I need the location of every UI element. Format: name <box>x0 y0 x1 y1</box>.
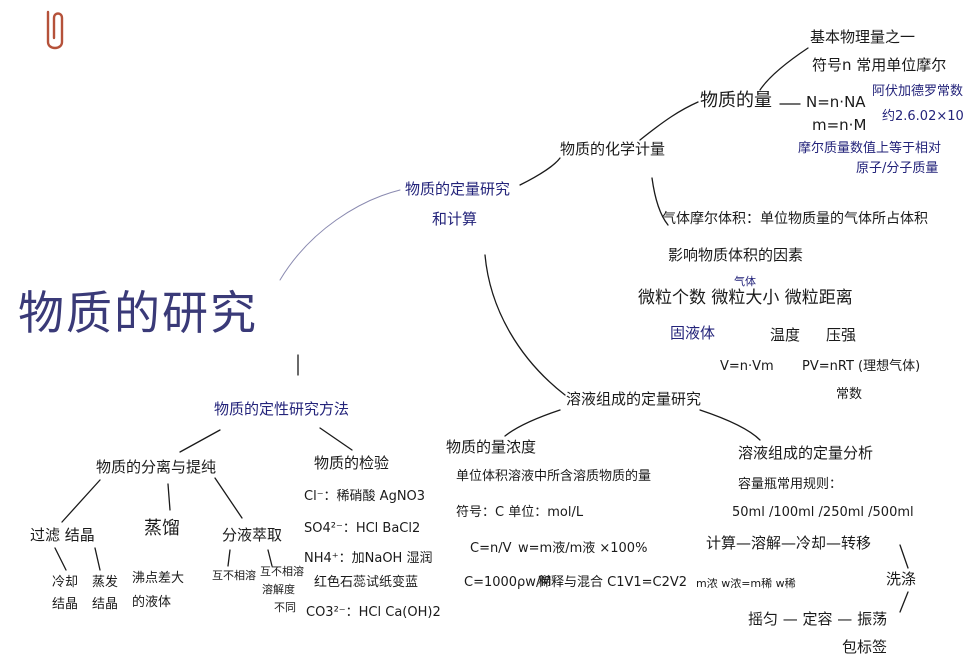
volume-factors: 微粒个数 微粒大小 微粒距离 <box>638 288 853 308</box>
step-label-bottle: 包标签 <box>842 638 888 656</box>
formula-c2: C=1000ρw/M <box>464 575 552 590</box>
branch-quant-label: 物质的定量研究 <box>405 180 511 198</box>
flask-rules: 容量瓶常用规则： <box>738 477 843 492</box>
distill-desc-2: 的液体 <box>132 595 172 610</box>
sep-cool-2: 结晶 <box>52 597 79 612</box>
node-amount: 物质的量 <box>700 90 772 111</box>
connector-sep-distill <box>167 483 171 511</box>
sep-filter: 过滤 结晶 <box>30 526 95 544</box>
constant-label: 常数 <box>836 387 863 402</box>
extract-immiscible: 互不相溶 <box>212 569 256 582</box>
extract-misc-1: 互不相溶 <box>260 565 304 578</box>
avogadro-note-1: 阿伏加德罗常数 <box>872 84 964 99</box>
prep-steps: 计算—溶解—冷却—转移 <box>706 534 872 552</box>
gas-tag: 气体 <box>734 275 756 288</box>
branch-quant-label-2: 和计算 <box>432 210 478 228</box>
connector-moles-gas <box>651 177 669 226</box>
connector-qual-test <box>319 427 353 451</box>
distill-desc-1: 沸点差大 <box>132 571 185 586</box>
node-separation: 物质的分离与提纯 <box>96 458 217 476</box>
connector-moles-amount <box>639 101 699 141</box>
formula-w: w=m液/m液 ×100% <box>518 541 648 556</box>
prep-steps-2: 摇匀 — 定容 — 振荡 <box>748 610 888 628</box>
formula-ideal-gas: PV=nRT (理想气体) <box>802 359 921 374</box>
central-topic: 物质的研究 <box>18 286 258 340</box>
connector-sep-filter <box>61 479 101 523</box>
factor-temp: 温度 <box>770 326 801 344</box>
formula-avogadro: N=n·NA <box>806 93 866 111</box>
formula-volume: V=n·Vm <box>720 359 774 374</box>
extract-misc-2: 溶解度 <box>262 583 295 596</box>
connector-steps-wash <box>899 544 909 569</box>
flask-sizes: 50ml /100ml /250ml /500ml <box>732 505 914 520</box>
sep-extract: 分液萃取 <box>222 526 283 544</box>
node-test: 物质的检验 <box>314 454 390 472</box>
connector-extract-immiscible <box>227 549 231 567</box>
connector-extract-misc <box>267 549 273 567</box>
paperclip-icon <box>46 10 64 50</box>
dilution: 稀释与混合 C1V1=C2V2 <box>538 575 688 590</box>
connector-amount-def <box>759 47 809 91</box>
node-analysis: 溶液组成的定量分析 <box>738 444 874 462</box>
connector-central-quant <box>279 189 401 281</box>
node-conc: 物质的量浓度 <box>446 438 537 456</box>
formula-molar-mass: m=n·M <box>812 116 867 134</box>
mass-conservation: m浓 w浓=m稀 w稀 <box>696 577 796 590</box>
connector-quant-moles <box>519 157 561 186</box>
connector-filter-evap <box>94 547 101 571</box>
connector-solution-conc <box>504 409 561 437</box>
branch-qual-label: 物质的定性研究方法 <box>214 400 350 418</box>
test-ammonium: NH4⁺：加NaOH 湿润 <box>304 551 433 566</box>
avogadro-note-2: 约2.6.02×10 <box>882 109 964 124</box>
test-ammonium-2: 红色石蕊试纸变蓝 <box>314 575 419 590</box>
connector-sep-extract <box>214 477 243 519</box>
molar-mass-note-2: 原子/分子质量 <box>856 161 939 176</box>
volume-factors-title: 影响物质体积的因素 <box>668 246 804 264</box>
connector-qual-separation <box>179 429 221 453</box>
node-moles: 物质的化学计量 <box>560 140 666 158</box>
factor-pressure: 压强 <box>826 326 857 344</box>
solid-liquid-tag: 固液体 <box>670 324 716 342</box>
extract-misc-3: 不同 <box>274 601 296 614</box>
test-carbonate: CO3²⁻：HCl Ca(OH)2 <box>306 605 441 620</box>
connector-filter-cool <box>54 547 67 571</box>
amount-def-2: 符号n 常用单位摩尔 <box>812 56 947 74</box>
connector-solution-analysis <box>699 409 761 441</box>
sep-evap-2: 结晶 <box>92 597 119 612</box>
node-solution: 溶液组成的定量研究 <box>566 390 702 408</box>
gas-molar-volume: 气体摩尔体积：单位物质量的气体所占体积 <box>662 211 928 227</box>
amount-def-1: 基本物理量之一 <box>810 28 916 46</box>
test-chloride: Cl⁻：稀硝酸 AgNO3 <box>304 489 426 504</box>
connector-quant-solution <box>484 254 566 396</box>
step-wash: 洗涤 <box>886 570 917 588</box>
conc-def: 单位体积溶液中所含溶质物质的量 <box>456 469 652 484</box>
test-sulfate: SO4²⁻：HCl BaCl2 <box>304 521 421 536</box>
sep-distill: 蒸馏 <box>144 518 180 539</box>
sep-cool: 冷却 <box>52 575 79 590</box>
sep-evap: 蒸发 <box>92 575 119 590</box>
molar-mass-note-1: 摩尔质量数值上等于相对 <box>798 141 942 156</box>
formula-c: C=n/V <box>470 541 512 556</box>
conc-symbol: 符号：C 单位：mol/L <box>456 505 584 520</box>
connector-wash-steps2 <box>899 591 909 613</box>
